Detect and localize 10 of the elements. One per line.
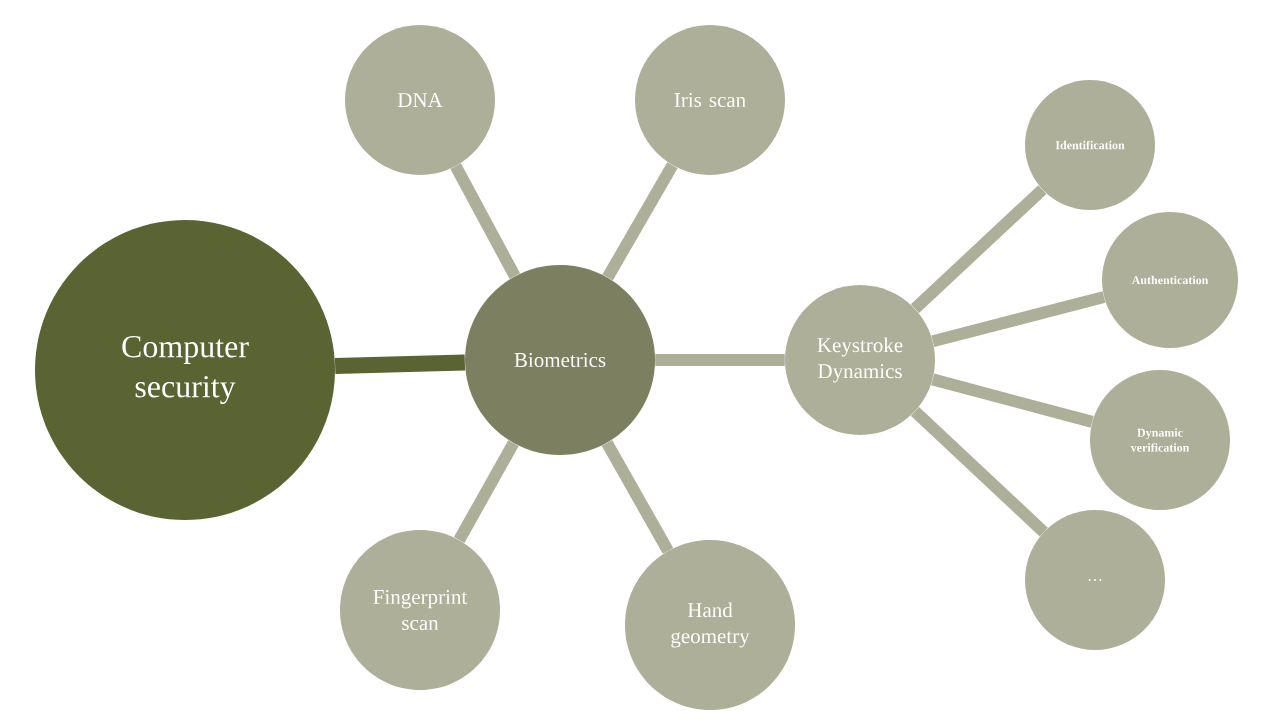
connector-line	[602, 162, 678, 281]
connector-line	[931, 291, 1106, 348]
connector-line	[910, 185, 1047, 314]
connector-line	[655, 354, 785, 366]
connector-line	[450, 163, 521, 280]
connector-line	[601, 439, 674, 554]
connector-line	[453, 440, 519, 543]
connector-line	[334, 354, 466, 374]
connector-line	[910, 407, 1048, 537]
connector-line	[931, 373, 1094, 428]
